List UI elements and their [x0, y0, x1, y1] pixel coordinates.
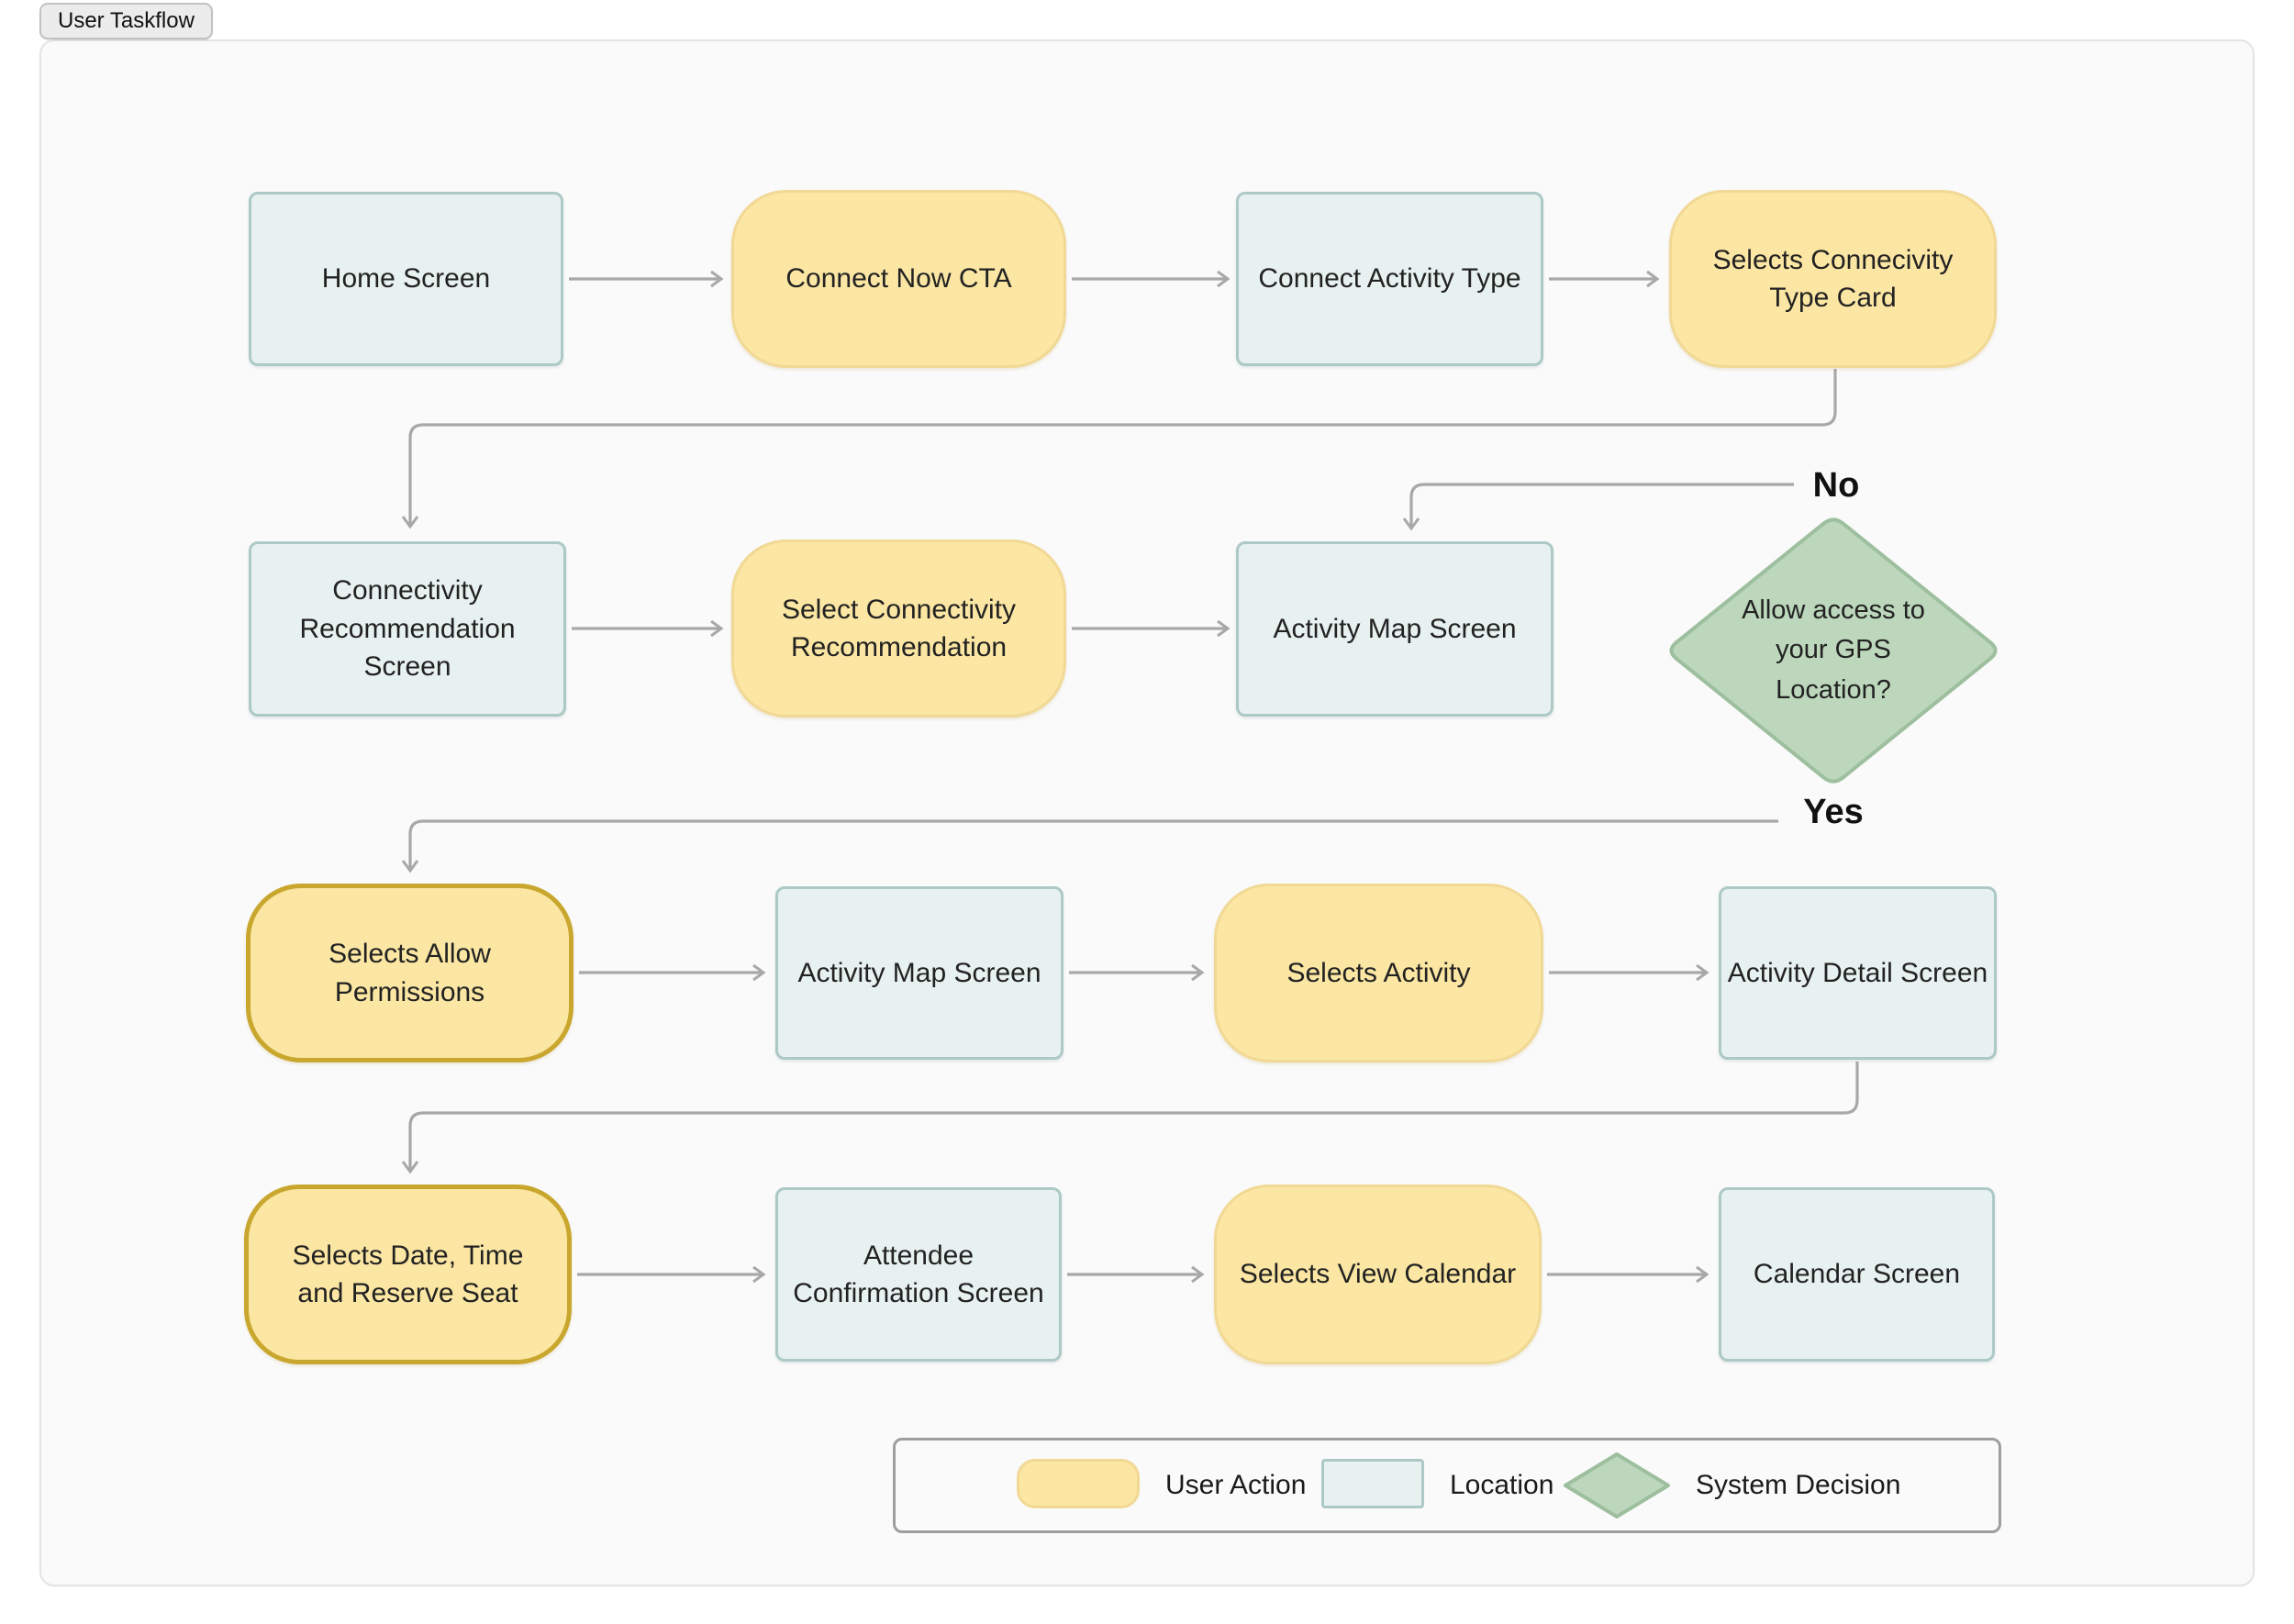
legend-system-decision-swatch [1564, 1452, 1670, 1518]
connector-decision-yes-to-allow-permissions [401, 819, 1778, 873]
decision-no-label: No [1799, 466, 1873, 506]
connector-detail-to-date-time [401, 1062, 1859, 1174]
node-label: Attendee Confirmation Screen [793, 1240, 1044, 1308]
node-selects-date-time-reserve[interactable]: Selects Date, Time and Reserve Seat [244, 1185, 572, 1364]
node-select-connectivity-recommendation[interactable]: Select Connectivity Recommendation [731, 539, 1066, 717]
node-label: Connect Activity Type [1258, 263, 1521, 295]
node-label: Activity Detail Screen [1727, 957, 1988, 988]
node-label: Allow access to your GPS Location? [1742, 595, 1925, 705]
node-label: Home Screen [321, 263, 491, 295]
gps-decision-label: Allow access to your GPS Location? [1723, 583, 1943, 718]
node-selects-allow-permissions[interactable]: Selects Allow Permissions [246, 884, 574, 1062]
node-selects-activity[interactable]: Selects Activity [1214, 884, 1543, 1062]
node-activity-map-screen[interactable]: Activity Map Screen [1236, 541, 1553, 717]
connector-decision-no-to-mapscreen [1402, 483, 1794, 531]
legend-user-action-label: User Action [1165, 1470, 1307, 1500]
node-attendee-confirmation-screen[interactable]: Attendee Confirmation Screen [775, 1187, 1062, 1362]
node-label: Select Connectivity Recommendation [781, 594, 1017, 662]
node-connect-now-cta[interactable]: Connect Now CTA [731, 190, 1066, 368]
node-label: Connectivity Recommendation Screen [299, 575, 516, 683]
gps-decision-diamond[interactable] [1669, 517, 1998, 784]
node-connect-activity-type[interactable]: Connect Activity Type [1236, 192, 1543, 366]
node-label: Selects Allow Permissions [329, 939, 491, 1007]
node-calendar-screen[interactable]: Calendar Screen [1719, 1187, 1995, 1362]
edge-label-text: No [1812, 466, 1860, 505]
legend: User Action Location System Decision [893, 1438, 2001, 1533]
node-label: Activity Map Screen [797, 957, 1041, 988]
node-label: Calendar Screen [1753, 1259, 1961, 1290]
node-label: Selects Date, Time and Reserve Seat [292, 1240, 524, 1308]
legend-system-decision-label: System Decision [1696, 1470, 1901, 1500]
decision-yes-label: Yes [1787, 793, 1879, 832]
diagram-title-tag[interactable]: User Taskflow [39, 3, 213, 39]
legend-location-swatch [1321, 1459, 1424, 1508]
node-label: Connect Now CTA [785, 263, 1012, 295]
node-selects-view-calendar[interactable]: Selects View Calendar [1214, 1185, 1542, 1364]
node-connectivity-recommendation-screen[interactable]: Connectivity Recommendation Screen [249, 541, 566, 717]
node-home-screen[interactable]: Home Screen [249, 192, 563, 366]
node-activity-map-screen-2[interactable]: Activity Map Screen [775, 886, 1063, 1060]
node-label: Selects View Calendar [1239, 1259, 1517, 1290]
node-label: Selects Activity [1286, 957, 1471, 988]
node-label: Activity Map Screen [1273, 613, 1517, 644]
node-selects-connecivity-type-card[interactable]: Selects Connecivity Type Card [1669, 190, 1997, 368]
diagram-title: User Taskflow [58, 8, 195, 33]
connector-card-to-recommendation-screen [401, 369, 1837, 529]
node-label: Selects Connecivity Type Card [1712, 244, 1954, 313]
legend-user-action-swatch [1017, 1459, 1140, 1508]
node-activity-detail-screen[interactable]: Activity Detail Screen [1719, 886, 1997, 1060]
edge-label-text: Yes [1803, 793, 1864, 831]
legend-location-label: Location [1450, 1470, 1554, 1500]
